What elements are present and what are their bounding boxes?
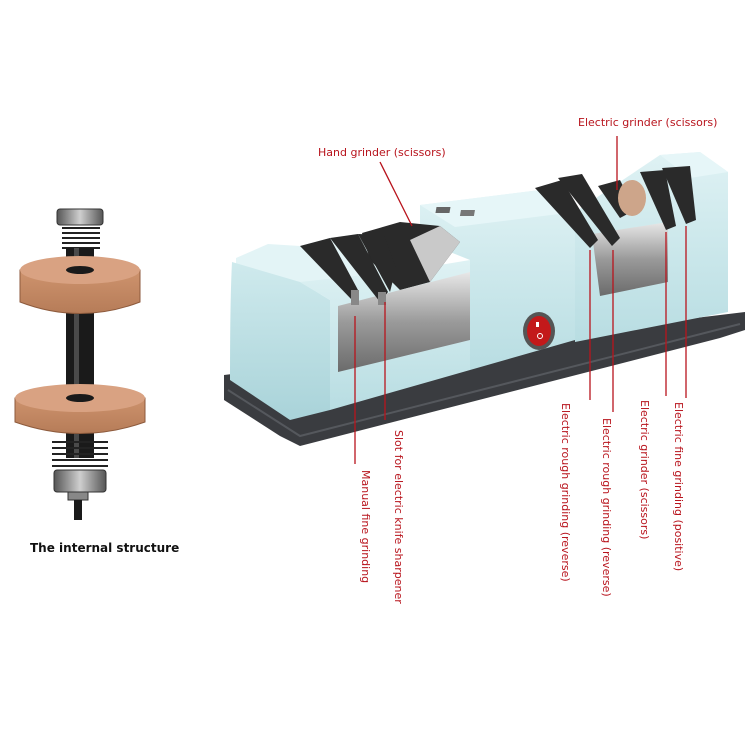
bottom-spring [52, 441, 108, 467]
sharpener-base [224, 312, 745, 446]
rough-reverse-1-label: Electric rough grinding (reverse) [559, 403, 572, 582]
power-switch [523, 312, 555, 350]
callout-lines [354, 136, 687, 464]
lower-grinding-stone [14, 384, 146, 434]
internal-structure-illustration [14, 208, 146, 520]
electric-grinder-top-label: Electric grinder (scissors) [578, 116, 718, 129]
electric-slot-guides [535, 166, 696, 248]
rough-reverse-2-label: Electric rough grinding (reverse) [600, 418, 613, 597]
upper-grinding-stone [19, 256, 141, 314]
manual-fine-label: Manual fine grinding [359, 470, 372, 584]
hand-grinder-label: Hand grinder (scissors) [318, 146, 446, 159]
electric-grinding-wheel [618, 180, 646, 216]
sharpener-illustration [224, 152, 745, 446]
hand-grinder-leader [379, 161, 413, 227]
fine-positive-label: Electric fine grinding (positive) [672, 402, 685, 572]
front-window-left [338, 272, 470, 372]
electric-grinder-scissors-label: Electric grinder (scissors) [638, 400, 651, 540]
slot-electric-label: Slot for electric knife sharpener [392, 430, 405, 604]
top-spring [62, 227, 100, 249]
internal-structure-caption: The internal structure [30, 541, 180, 555]
manual-slot-guides [300, 234, 396, 302]
